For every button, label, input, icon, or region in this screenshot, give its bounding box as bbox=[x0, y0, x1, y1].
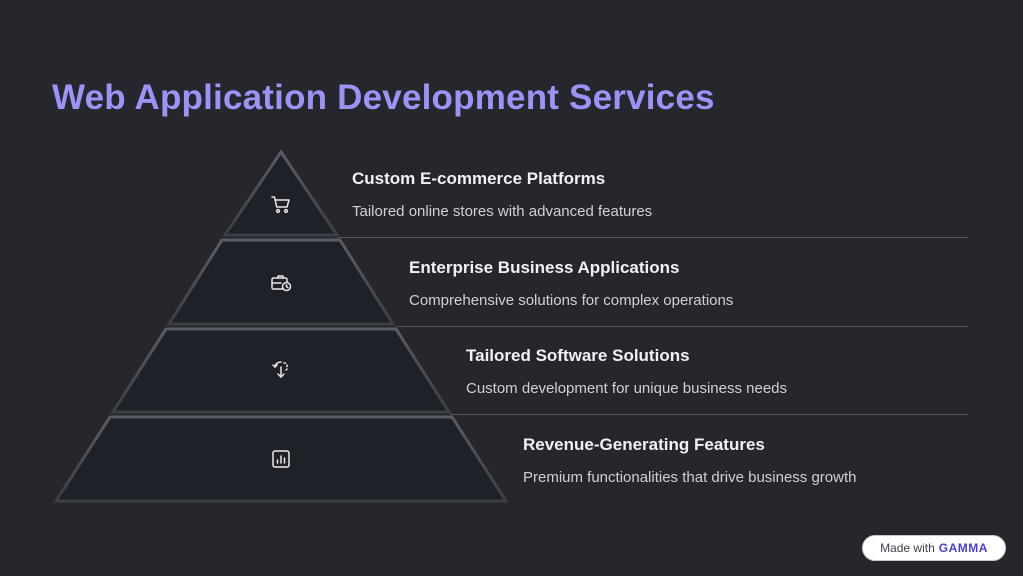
pyramid-tier-1 bbox=[222, 149, 340, 237]
tier-1-text: Custom E-commerce Platforms Tailored onl… bbox=[352, 169, 652, 220]
tier-4-text: Revenue-Generating Features Premium func… bbox=[523, 435, 857, 486]
tier-2-description: Comprehensive solutions for complex oper… bbox=[409, 292, 734, 309]
tier-4-title: Revenue-Generating Features bbox=[523, 435, 765, 454]
tier-3-text: Tailored Software Solutions Custom devel… bbox=[466, 346, 787, 397]
made-with-gamma-badge[interactable]: Made with GAMMA bbox=[862, 535, 1006, 561]
tier-3-description: Custom development for unique business n… bbox=[466, 380, 788, 397]
tier-1-description: Tailored online stores with advanced fea… bbox=[352, 203, 653, 220]
badge-brand-logo: GAMMA bbox=[938, 541, 988, 555]
tier-2-title: Enterprise Business Applications bbox=[409, 258, 680, 277]
bar-chart-icon bbox=[272, 450, 290, 468]
briefcase-clock-icon bbox=[271, 275, 292, 292]
tier-3-divider bbox=[450, 414, 968, 415]
badge-made-with-label: Made with bbox=[880, 541, 935, 555]
shopping-cart-icon bbox=[271, 196, 290, 214]
tier-4-description: Premium functionalities that drive busin… bbox=[523, 469, 857, 486]
slide-title: Web Application Development Services bbox=[52, 78, 715, 117]
tier-2-text: Enterprise Business Applications Compreh… bbox=[409, 258, 733, 309]
tier-3-title: Tailored Software Solutions bbox=[466, 346, 690, 365]
custom-arrow-icon bbox=[272, 361, 288, 378]
tier-1-title: Custom E-commerce Platforms bbox=[352, 169, 606, 188]
pyramid-tier-2 bbox=[166, 238, 396, 326]
tier-2-divider bbox=[396, 326, 968, 327]
tier-1-divider bbox=[337, 237, 968, 238]
